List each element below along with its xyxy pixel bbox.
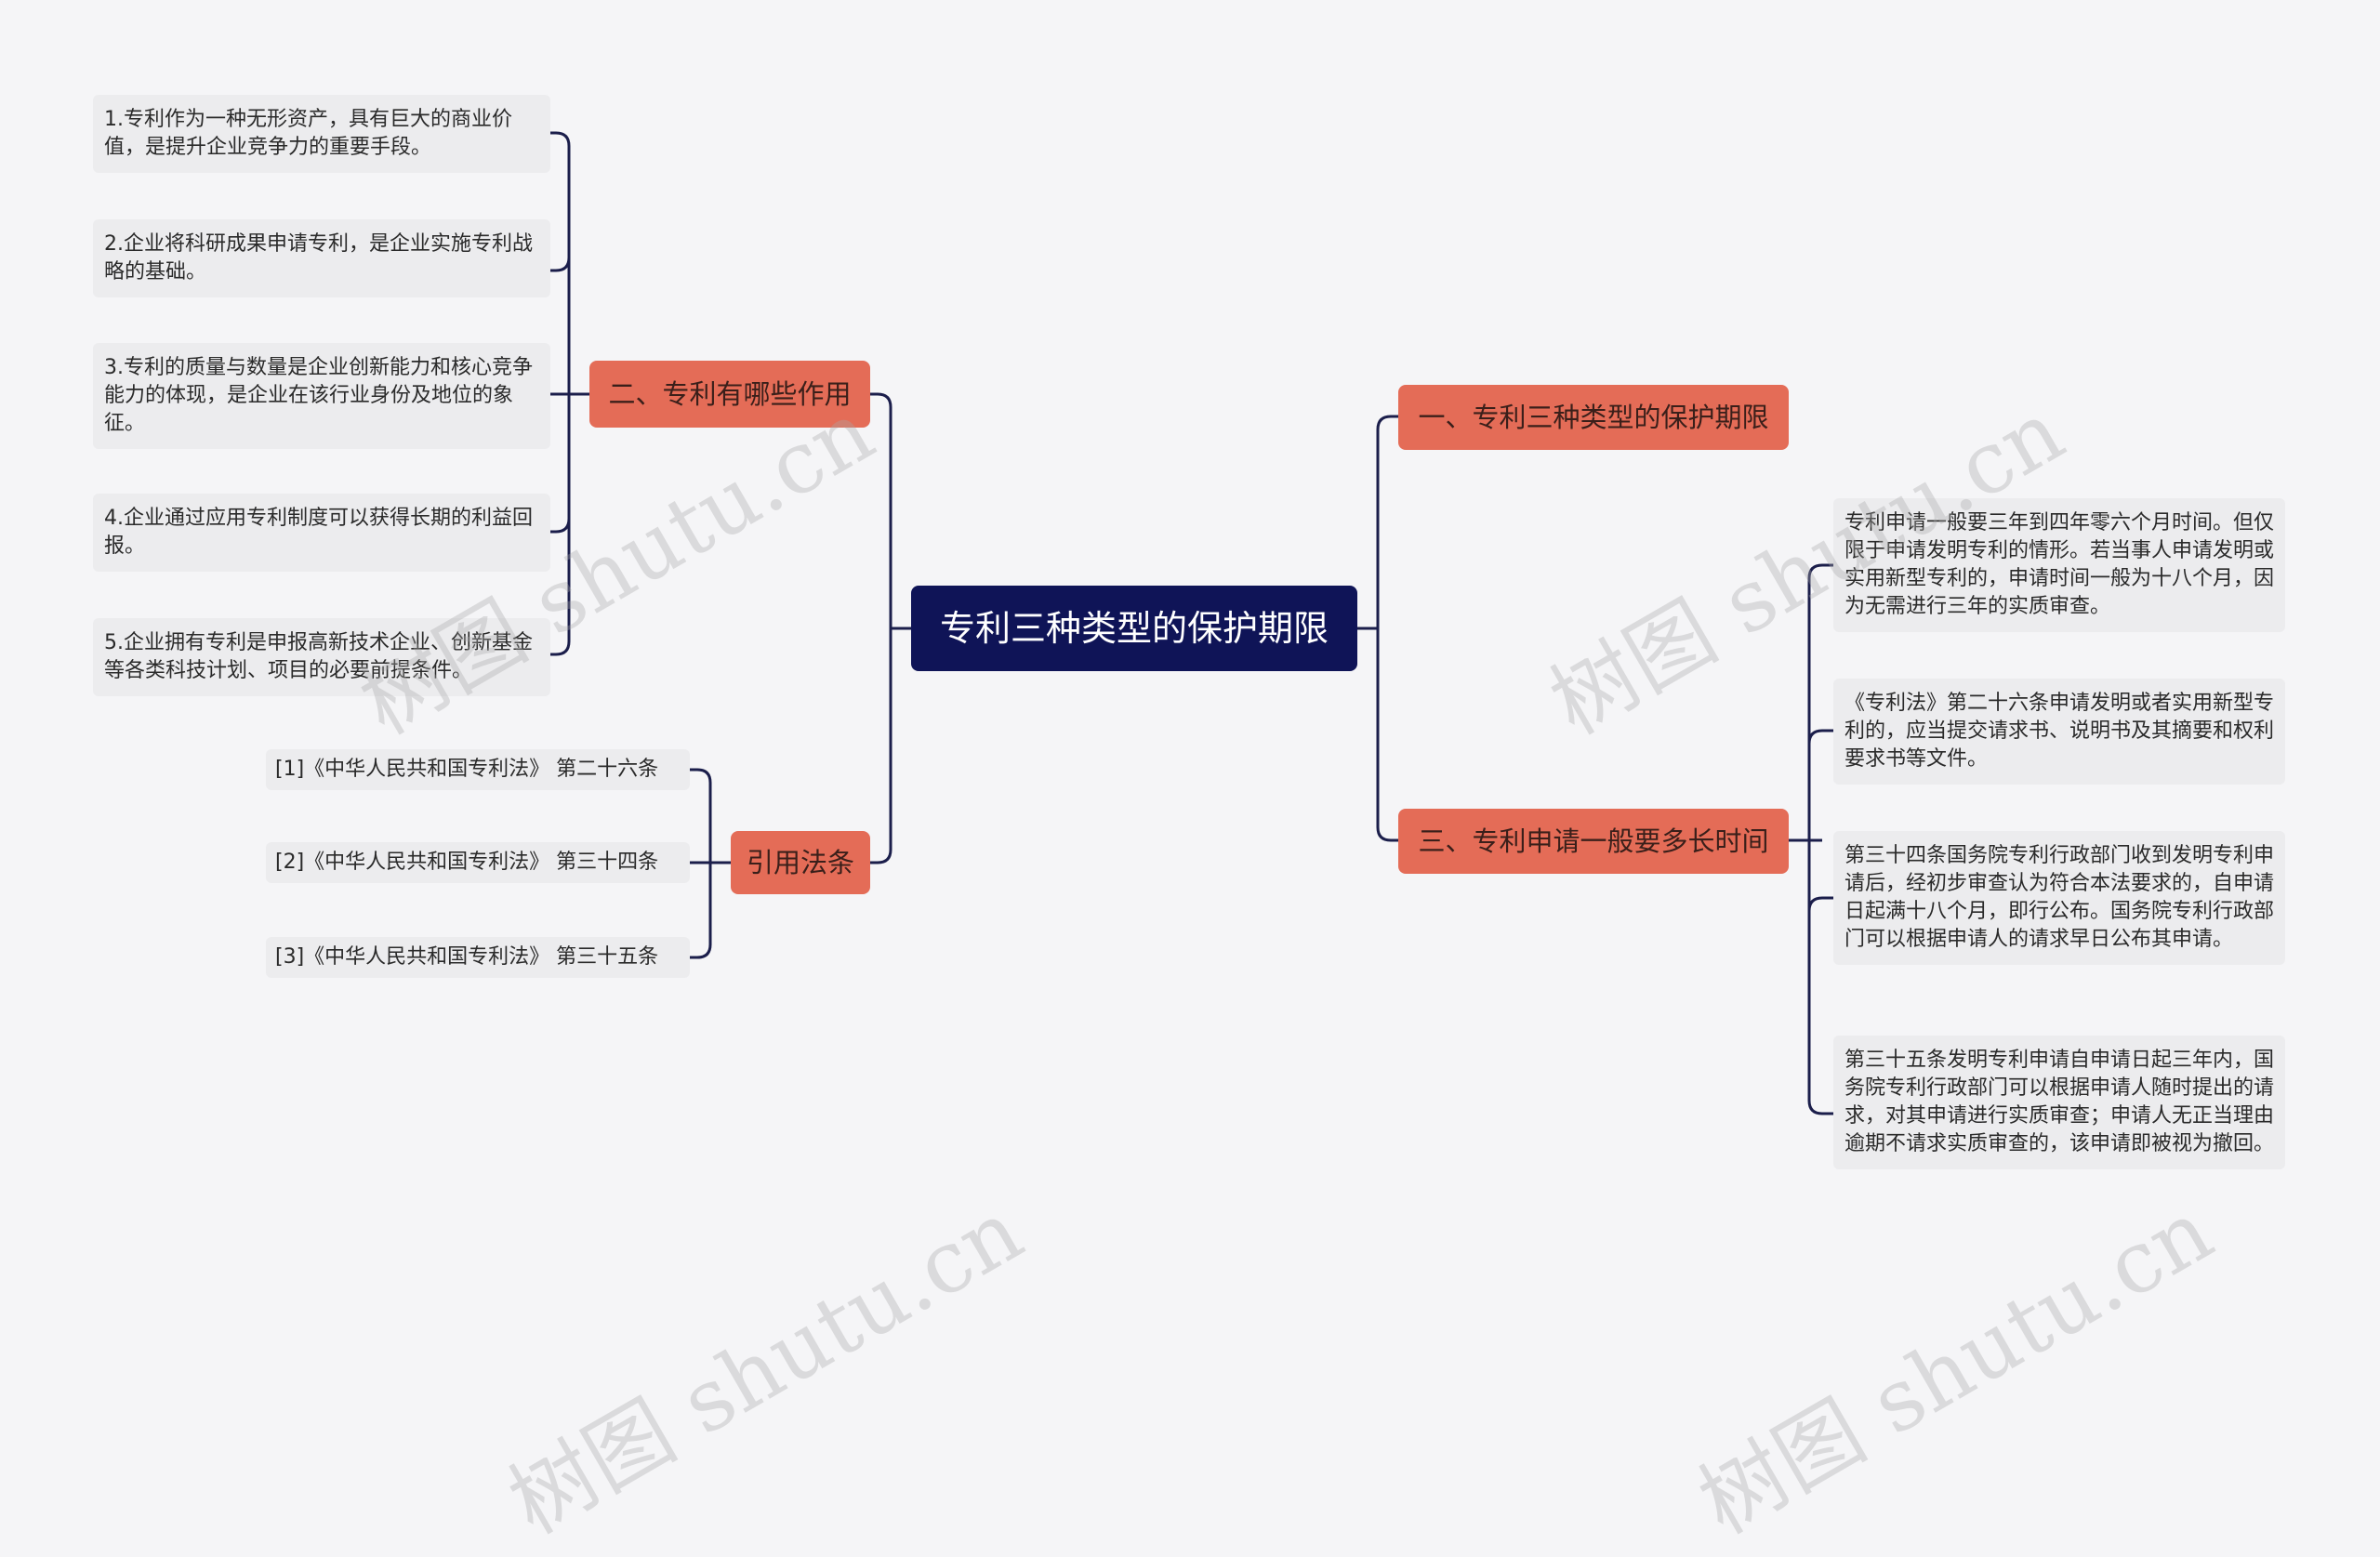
mindmap-canvas: 专利三种类型的保护期限 二、专利有哪些作用 1.专利作为一种无形资产，具有巨大的… — [93, 95, 2285, 1553]
role-item-3[interactable]: 3.专利的质量与数量是企业创新能力和核心竞争能力的体现，是企业在该行业身份及地位… — [93, 343, 550, 449]
branch-role[interactable]: 二、专利有哪些作用 — [589, 361, 870, 428]
link-root-right-trunk — [1357, 415, 1398, 842]
law-citation-2[interactable]: [2]《中华人民共和国专利法》 第三十四条 — [266, 842, 690, 883]
branch-period[interactable]: 一、专利三种类型的保护期限 — [1398, 385, 1789, 450]
role-item-5[interactable]: 5.企业拥有专利是申报高新技术企业、创新基金等各类科技计划、项目的必要前提条件。 — [93, 618, 550, 696]
root-node[interactable]: 专利三种类型的保护期限 — [911, 586, 1357, 671]
duration-item-4[interactable]: 第三十五条发明专利申请自申请日起三年内，国务院专利行政部门可以根据申请人随时提出… — [1833, 1036, 2285, 1169]
branch-duration[interactable]: 三、专利申请一般要多长时间 — [1398, 809, 1789, 874]
link-duration-leaves — [1789, 563, 1833, 1115]
role-item-2[interactable]: 2.企业将科研成果申请专利，是企业实施专利战略的基础。 — [93, 219, 550, 297]
law-citation-1[interactable]: [1]《中华人民共和国专利法》 第二十六条 — [266, 749, 690, 790]
duration-item-2[interactable]: 《专利法》第二十六条申请发明或者实用新型专利的，应当提交请求书、说明书及其摘要和… — [1833, 679, 2285, 785]
role-item-4[interactable]: 4.企业通过应用专利制度可以获得长期的利益回报。 — [93, 494, 550, 572]
duration-item-1[interactable]: 专利申请一般要三年到四年零六个月时间。但仅限于申请发明专利的情形。若当事人申请发… — [1833, 498, 2285, 632]
link-role-leaves — [550, 131, 589, 656]
duration-item-3[interactable]: 第三十四条国务院专利行政部门收到发明专利申请后，经初步审查认为符合本法要求的，自… — [1833, 831, 2285, 965]
link-root-left-trunk — [870, 392, 911, 864]
branch-law[interactable]: 引用法条 — [731, 831, 870, 894]
connector-lines — [550, 131, 1833, 1115]
link-law-citations — [690, 768, 731, 959]
role-item-1[interactable]: 1.专利作为一种无形资产，具有巨大的商业价值，是提升企业竞争力的重要手段。 — [93, 95, 550, 173]
law-citation-3[interactable]: [3]《中华人民共和国专利法》 第三十五条 — [266, 937, 690, 978]
